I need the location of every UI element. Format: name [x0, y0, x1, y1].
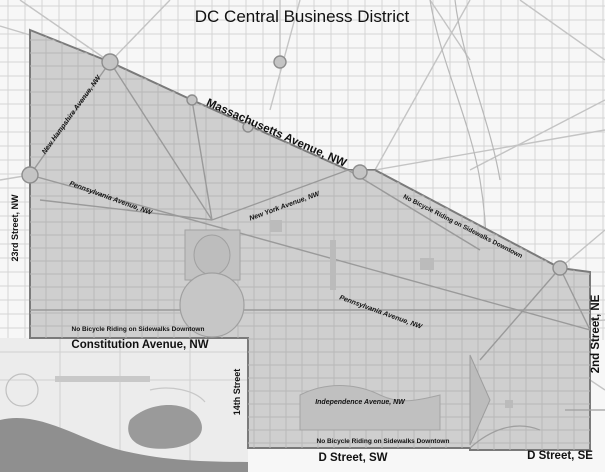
notice-constitution-edge: No Bicycle Riding on Sidewalks Downtown — [72, 326, 205, 333]
circle-mount-vernon-square — [352, 164, 368, 180]
circle-union-station — [552, 260, 568, 276]
map-title: DC Central Business District — [195, 7, 410, 26]
label-d-street-se: D Street, SE — [527, 450, 593, 462]
circle-thomas-circle — [242, 121, 254, 133]
label-14th-street: 14th Street — [232, 369, 242, 416]
water-body — [0, 417, 248, 472]
district-features — [179, 220, 513, 446]
circle-logan — [273, 55, 287, 69]
label-constitution-avenue: Constitution Avenue, NW — [71, 339, 208, 351]
district-boundary — [29, 28, 591, 451]
label-d-street-sw: D Street, SW — [318, 452, 387, 464]
traffic-circles — [21, 53, 568, 276]
notice-south-edge: No Bicycle Riding on Sidewalks Downtown — [317, 438, 450, 445]
label-independence-avenue: Independence Avenue, NW — [315, 399, 406, 406]
label-2nd-street-ne: 2nd Street, NE — [590, 294, 602, 373]
circle-washington-circle — [21, 166, 39, 184]
circle-scott-circle — [186, 94, 198, 106]
south-roads — [469, 409, 605, 449]
circle-dupont-circle — [101, 53, 119, 71]
southwest-area — [0, 338, 248, 472]
district-avenues — [30, 61, 590, 361]
label-23rd-street: 23rd Street, NW — [10, 194, 20, 262]
